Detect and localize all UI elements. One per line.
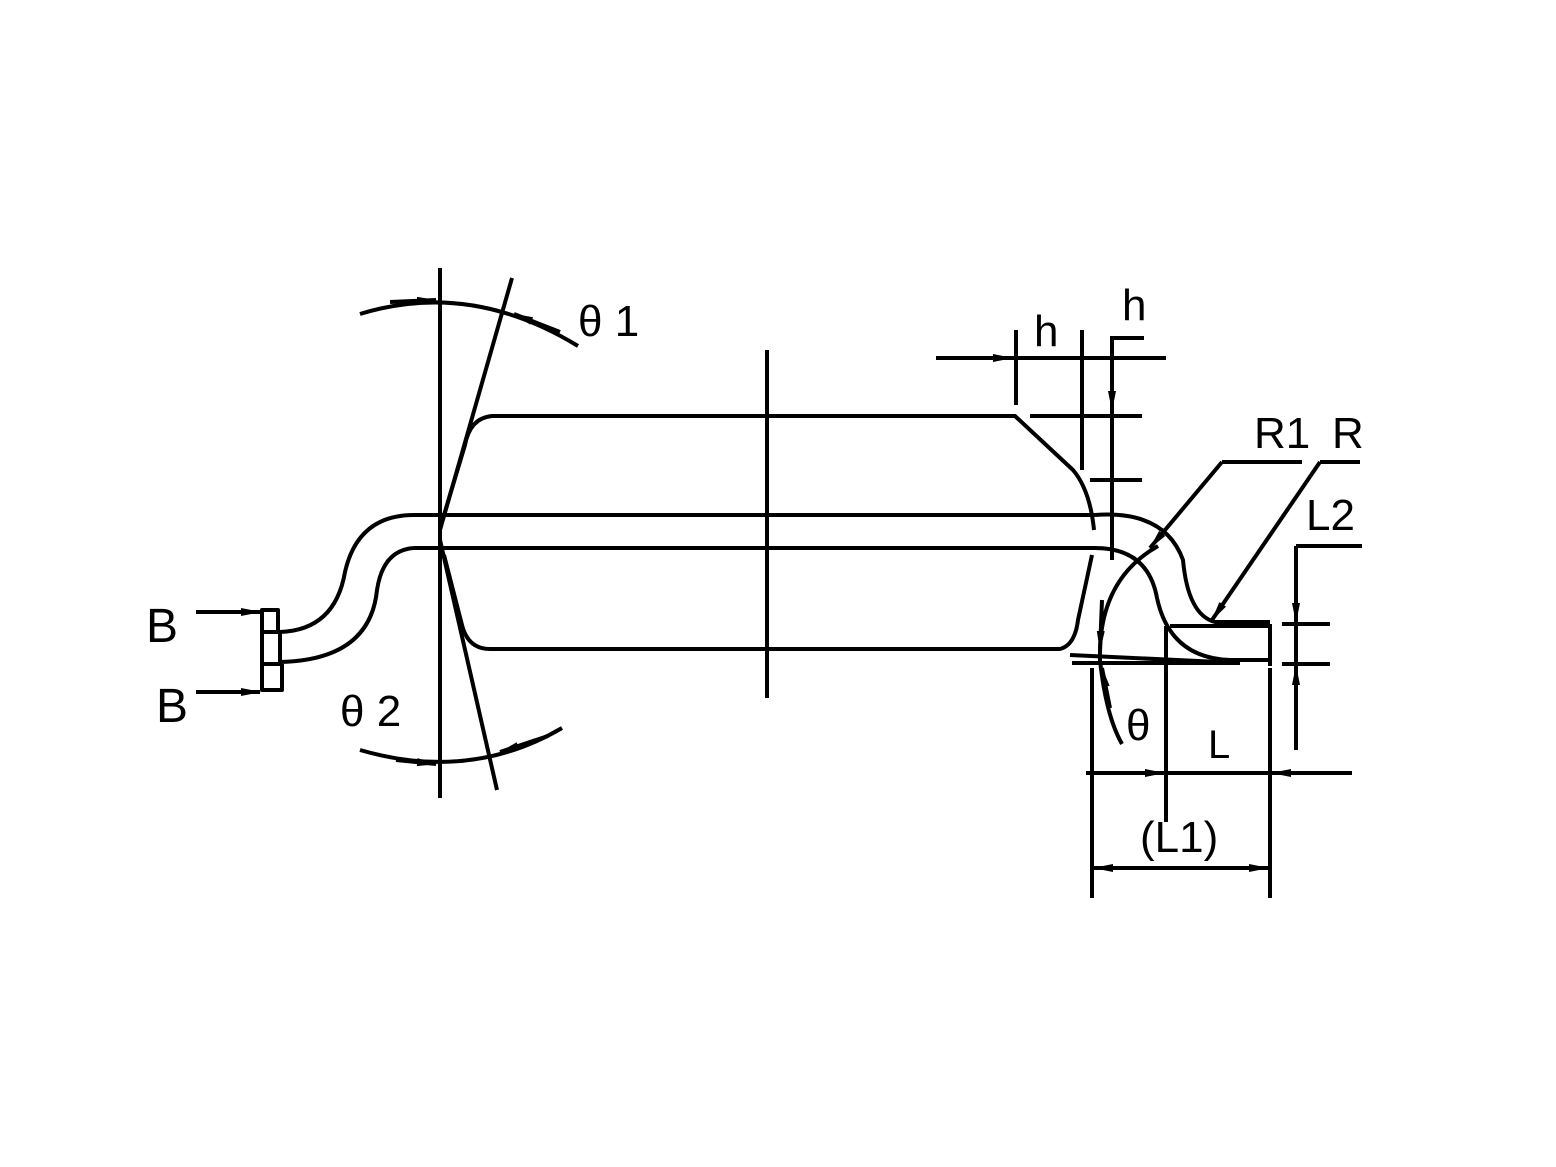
theta-arrow-bottom [1100, 667, 1112, 709]
theta1-arrow-left [389, 296, 437, 305]
label-h-horizontal: h [1034, 307, 1058, 356]
label-theta1: θ 1 [578, 297, 639, 346]
label-l1: (L1) [1140, 813, 1218, 862]
theta-arc [1097, 544, 1159, 745]
package-body-bottom-outline [442, 554, 1094, 651]
label-l2: L2 [1306, 491, 1355, 540]
r1-leader-arrow [1148, 460, 1224, 550]
theta1-angle-line [438, 277, 514, 531]
label-b-bottom: B [156, 680, 188, 733]
theta2-arrow-right [499, 734, 549, 754]
label-h-vertical: h [1122, 281, 1146, 330]
theta2-arrow-left [395, 758, 437, 767]
right-lead-inner [1094, 546, 1270, 662]
theta2-angle-line [438, 539, 499, 791]
theta1-arrow-right [513, 312, 561, 334]
left-lead-outer [279, 513, 415, 634]
right-lead-outer [1094, 512, 1270, 624]
label-theta2: θ 2 [340, 687, 401, 736]
left-lead-end-box [260, 630, 282, 666]
theta1-arc [359, 300, 580, 348]
label-r: R [1332, 409, 1364, 458]
label-b-top: B [146, 600, 178, 653]
theta-arrow-top [1096, 599, 1105, 651]
r-leader-arrow [1210, 460, 1322, 622]
label-r1: R1 [1254, 409, 1310, 458]
b-dim-bottom-leader [260, 654, 284, 692]
left-lead-inner [279, 546, 415, 664]
label-theta: θ [1126, 701, 1150, 750]
label-l: L [1208, 723, 1230, 767]
b-dim-top-leader [260, 608, 280, 642]
